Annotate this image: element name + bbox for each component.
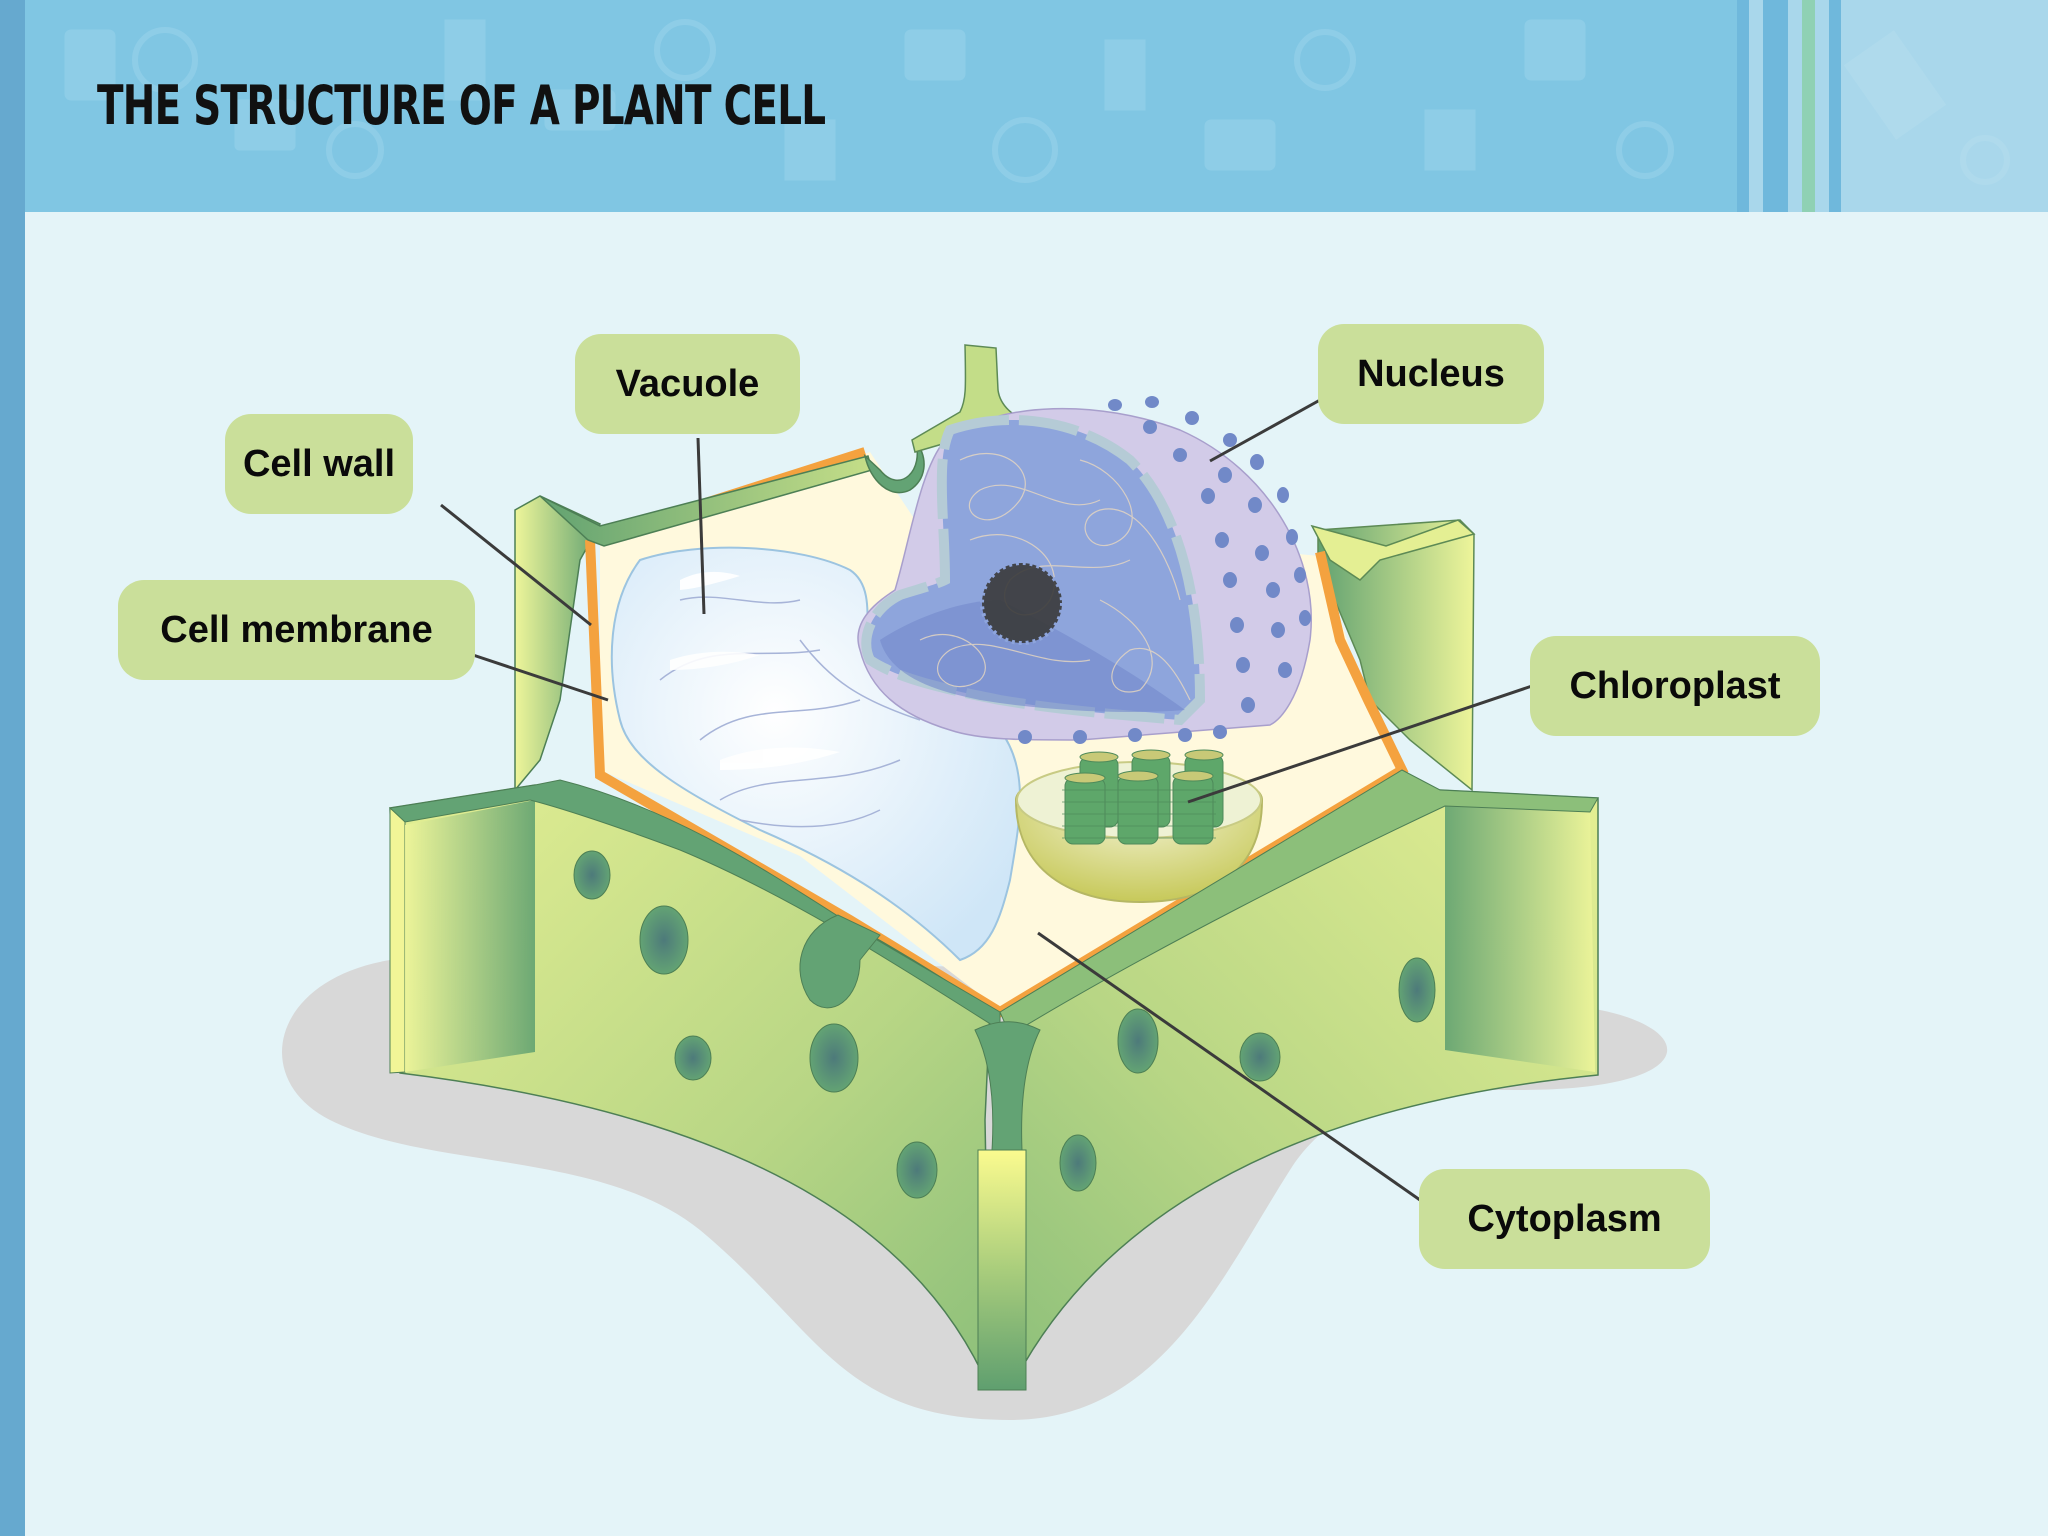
wall-notch [863,439,925,494]
front-left-wall-side [405,800,535,1072]
label-nucleus-text: Nucleus [1357,352,1505,395]
front-right-wall-side [1445,806,1595,1072]
back-right-wall-top [1310,519,1476,581]
wall-top-band-left [388,779,1001,1031]
label-chloroplast-text: Chloroplast [1569,664,1781,707]
leader-line-vacuole [696,437,706,615]
nuclear-pores [1018,396,1311,744]
wall-top-band-right [999,769,1599,1036]
label-cell-wall: Cell wall [225,414,413,514]
label-chloroplast: Chloroplast [1530,636,1820,736]
label-cell-membrane-text: Cell membrane [160,608,433,651]
leader-line-cell-membrane [472,653,609,702]
slide-title: THE STRUCTURE OF A PLANT CELL [97,74,826,137]
plasmodesmata [573,850,1436,1199]
front-left-wall-edge [389,806,406,1074]
label-nucleus: Nucleus [1318,324,1544,424]
decorative-stripes [1737,0,2048,212]
label-cytoplasm-text: Cytoplasm [1467,1197,1662,1240]
slide-header: THE STRUCTURE OF A PLANT CELL [25,0,2048,212]
leader-line-cell-wall [440,503,592,627]
leader-line-cytoplasm [1037,931,1421,1202]
label-vacuole: Vacuole [575,334,800,434]
label-vacuole-text: Vacuole [615,362,760,405]
nucleus [857,396,1312,744]
left-accent-bar [0,0,25,1536]
leader-line-chloroplast [1187,684,1533,804]
grana-stacks [1064,749,1224,845]
nucleolus [982,563,1062,643]
wall-pit [799,914,881,1009]
label-cytoplasm: Cytoplasm [1419,1169,1710,1269]
leader-line-nucleus [1209,398,1321,463]
leader-lines [440,398,1533,1202]
label-cell-wall-text: Cell wall [242,442,396,485]
center-wall-post [974,1021,1041,1151]
center-post-middle-lamella [977,1149,1027,1391]
vacuole-highlights [670,571,840,770]
chloroplast [1014,749,1264,904]
label-cell-membrane: Cell membrane [118,580,475,680]
